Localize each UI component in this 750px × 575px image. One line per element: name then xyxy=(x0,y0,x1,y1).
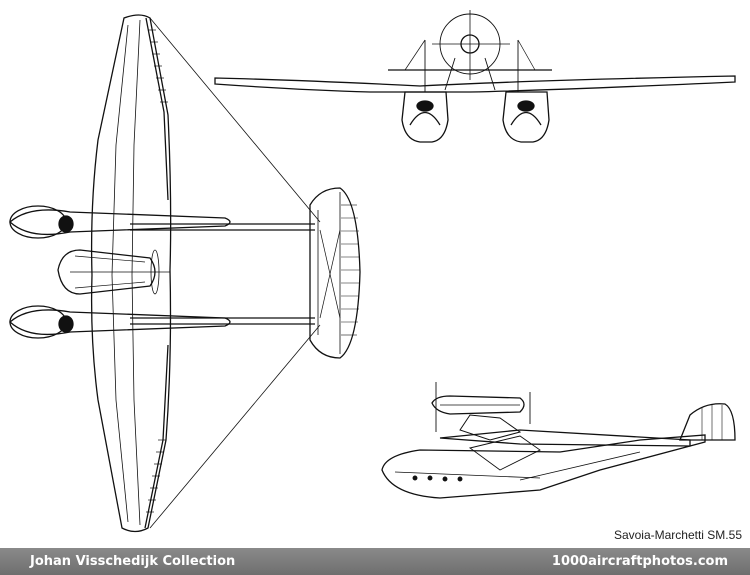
plan-view xyxy=(9,14,361,533)
three-view-drawing xyxy=(9,10,736,533)
site-credit: 1000aircraftphotos.com xyxy=(551,554,728,569)
wing-hatch-strip-bottom xyxy=(144,344,169,529)
front-view xyxy=(214,10,736,143)
side-tail-fin xyxy=(679,403,736,441)
hull-starboard xyxy=(9,309,231,336)
bracing-wire-bottom xyxy=(149,324,321,529)
cockpit-starboard-marking xyxy=(58,315,74,333)
front-hull-starboard xyxy=(502,91,550,143)
wing-hatching xyxy=(146,29,168,513)
wing-spar-line-1 xyxy=(111,24,129,523)
hull-port xyxy=(9,209,231,236)
hull-portholes xyxy=(412,475,463,482)
engine-nacelle xyxy=(57,249,156,295)
tail-hatching xyxy=(341,204,360,336)
side-tail-hatching xyxy=(701,405,723,440)
horizontal-tail xyxy=(309,187,361,359)
front-hull-port xyxy=(401,91,449,143)
side-engine-nacelle xyxy=(431,395,525,415)
side-hull xyxy=(381,434,706,499)
side-wing xyxy=(439,429,691,447)
cockpit-port-marking xyxy=(58,215,74,233)
collection-credit: Johan Visschedijk Collection xyxy=(30,554,236,569)
side-engine-pylon xyxy=(459,414,522,441)
footer-bar: Johan Visschedijk Collection 1000aircraf… xyxy=(0,548,750,575)
wing-hatch-strip-top xyxy=(145,17,169,201)
main-wing-outline xyxy=(90,14,172,533)
side-view xyxy=(381,382,736,499)
wing-spar-line-2 xyxy=(131,19,141,526)
bracing-wire-top xyxy=(149,17,321,223)
aircraft-caption: Savoia-Marchetti SM.55 xyxy=(613,528,742,542)
front-wing xyxy=(214,75,736,93)
